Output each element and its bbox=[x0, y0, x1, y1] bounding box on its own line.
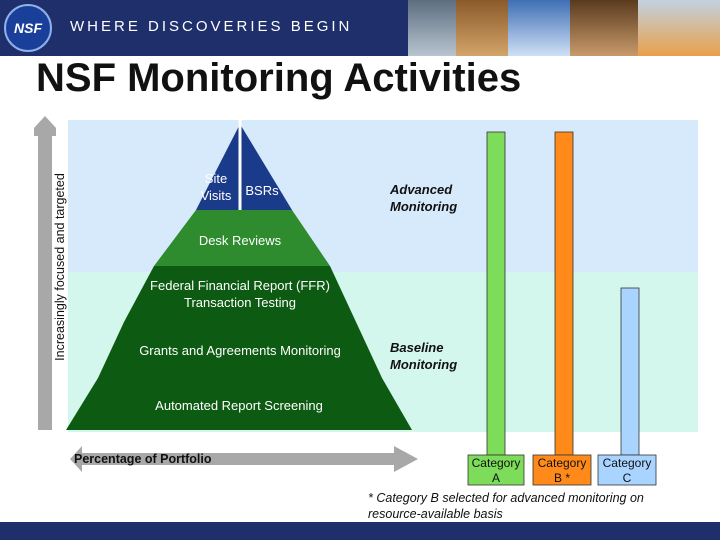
footer-bar bbox=[0, 522, 720, 540]
pyramid-level-desk-reviews bbox=[154, 210, 330, 266]
banner-photo-scientist bbox=[638, 0, 720, 56]
pyramid-level-grants bbox=[98, 322, 382, 378]
baseline-monitoring-label: Baseline Monitoring bbox=[390, 340, 458, 372]
vertical-axis-label: Increasingly focused and targeted bbox=[53, 173, 67, 361]
banner-photo-student bbox=[570, 0, 638, 56]
category-c-bar bbox=[620, 287, 640, 456]
page-title: NSF Monitoring Activities bbox=[36, 56, 522, 100]
tagline: WHERE DISCOVERIES BEGIN bbox=[70, 18, 353, 35]
automated-label: Automated Report Screening bbox=[155, 398, 323, 413]
percentage-of-portfolio-label: Percentage of Portfolio bbox=[74, 452, 212, 466]
pyramid-level-ffr bbox=[124, 266, 356, 322]
ffr-label: Federal Financial Report (FFR) Transacti… bbox=[150, 278, 330, 310]
nsf-logo[interactable]: NSF bbox=[4, 4, 52, 52]
pyramid-level-site-visits bbox=[196, 124, 240, 210]
banner-photo-circuit bbox=[456, 0, 508, 56]
category-b-bar bbox=[554, 131, 574, 456]
advanced-monitoring-label: Advanced Monitoring bbox=[390, 182, 458, 214]
footnote: * Category B selected for advanced monit… bbox=[368, 491, 644, 521]
pyramid-level-automated bbox=[66, 378, 412, 430]
horizontal-arrow bbox=[70, 446, 418, 472]
category-c-box bbox=[597, 454, 657, 486]
grants-label: Grants and Agreements Monitoring bbox=[139, 343, 341, 358]
category-b-box bbox=[532, 454, 592, 486]
site-visits-label: Site Visits bbox=[200, 171, 232, 203]
category-a-bar bbox=[486, 131, 506, 456]
bsrs-label: BSRs bbox=[245, 183, 279, 198]
desk-reviews-label: Desk Reviews bbox=[198, 233, 282, 248]
pyramid-level-bsrs bbox=[240, 124, 292, 210]
banner-photo-lab bbox=[408, 0, 456, 56]
banner-photo-wind bbox=[508, 0, 570, 56]
vertical-arrow bbox=[34, 116, 56, 430]
header-banner: NSF WHERE DISCOVERIES BEGIN bbox=[0, 0, 720, 56]
category-a-box bbox=[467, 454, 525, 486]
